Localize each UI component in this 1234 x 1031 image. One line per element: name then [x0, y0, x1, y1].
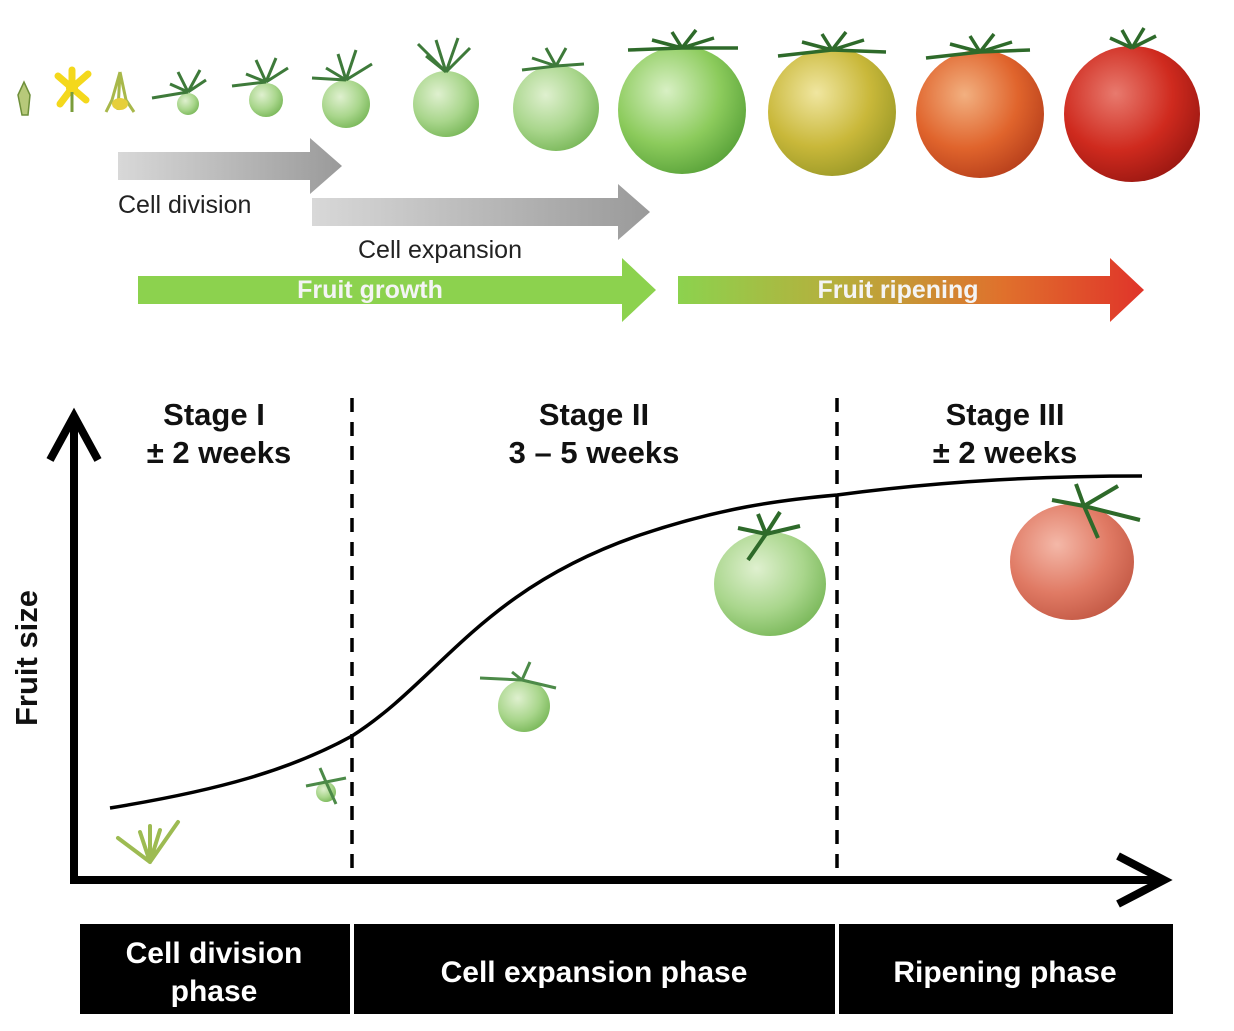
- cell-expansion-phase-box: [354, 924, 835, 1014]
- y-axis: [46, 407, 102, 884]
- fruit-growth-arrow: [138, 258, 656, 322]
- tomato-stage-4-icon: [413, 37, 479, 137]
- x-axis: [70, 852, 1173, 908]
- graph-red-tomato-icon: [1010, 483, 1141, 620]
- graph-small-green-tomato-icon: [479, 661, 557, 732]
- growth-curve: [109, 474, 1143, 810]
- phase-bar: Cell division phase Cell expansion phase…: [80, 924, 1173, 1014]
- stage-3-duration: ± 2 weeks: [933, 435, 1078, 470]
- yellow-flower-icon: [54, 66, 92, 112]
- tomato-breaker-icon: [768, 30, 896, 176]
- fruit-ripening-label: Fruit ripening: [817, 276, 978, 304]
- graph-flower-icon: [116, 820, 180, 864]
- stage-2-duration: 3 – 5 weeks: [509, 435, 680, 470]
- cell-division-phase-label-line2: phase: [171, 975, 258, 1008]
- stage-3-name: Stage III: [946, 397, 1065, 432]
- cell-division-label: Cell division: [118, 191, 251, 219]
- stage-1-name: Stage I: [163, 397, 265, 432]
- tomato-orange-icon: [916, 32, 1044, 178]
- tomato-stage-1-icon: [151, 69, 207, 115]
- fruit-ripening-arrow: [678, 258, 1144, 322]
- cell-expansion-phase-label: Cell expansion phase: [441, 956, 748, 989]
- flower-bud-icon: [17, 80, 31, 116]
- tomato-stage-5-icon: [513, 47, 599, 151]
- ripening-phase-box: [839, 924, 1173, 1014]
- tomato-mature-green-icon: [618, 28, 746, 174]
- cell-division-phase-label-line1: Cell division: [126, 937, 303, 970]
- wilted-flower-icon: [104, 71, 136, 113]
- ripening-phase-label: Ripening phase: [893, 956, 1116, 989]
- tomato-stage-2-icon: [231, 57, 289, 117]
- fruit-growth-label: Fruit growth: [297, 276, 443, 304]
- graph-large-green-tomato-icon: [714, 510, 826, 636]
- tomato-stage-3-icon: [311, 49, 373, 128]
- development-sequence: [17, 27, 1200, 182]
- stage-1-duration: ± 2 weeks: [147, 435, 292, 470]
- tomato-red-ripe-icon: [1064, 27, 1200, 182]
- cell-expansion-arrow: [312, 184, 650, 240]
- stage-2-name: Stage II: [539, 397, 649, 432]
- cell-division-phase-box: [80, 924, 350, 1014]
- cell-expansion-label: Cell expansion: [358, 236, 522, 264]
- y-axis-label: Fruit size: [9, 590, 44, 726]
- cell-division-arrow: [118, 138, 342, 194]
- graph-tiny-fruit-icon: [305, 767, 347, 805]
